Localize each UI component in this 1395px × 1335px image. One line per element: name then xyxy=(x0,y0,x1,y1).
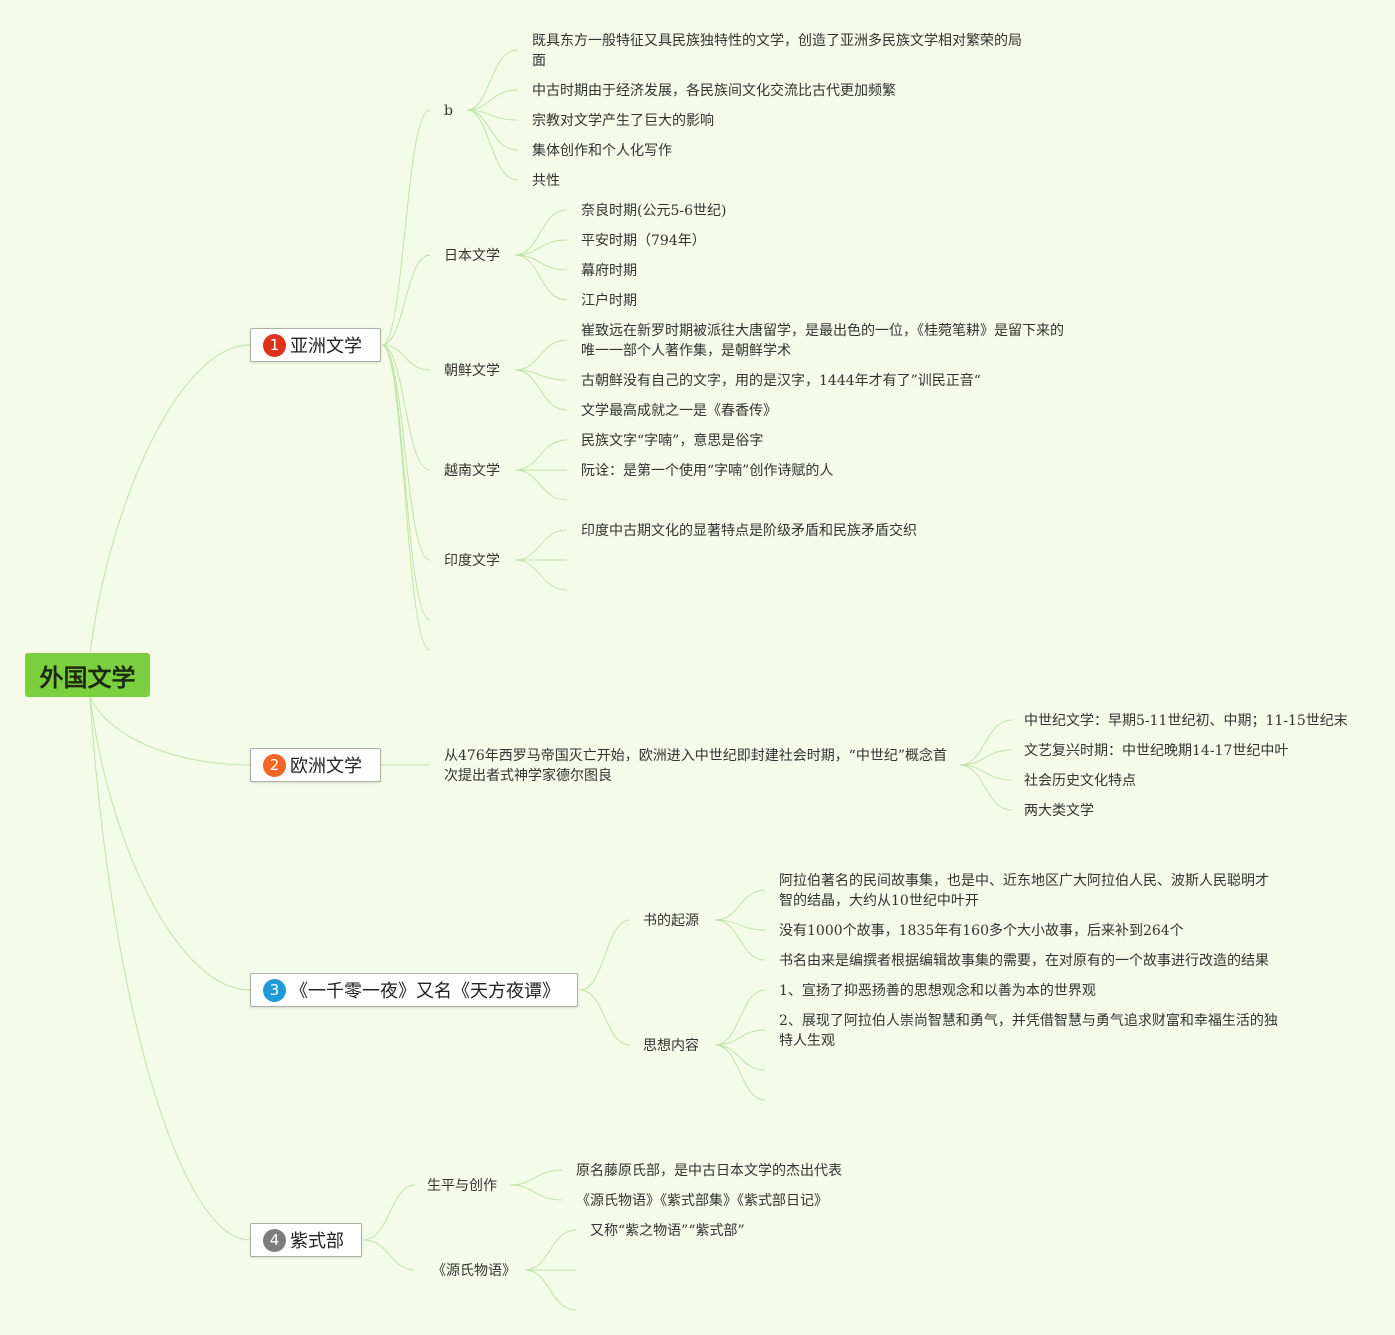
number-badge-icon: 1 xyxy=(263,333,286,357)
leaf-b-5[interactable]: 共性 xyxy=(532,173,560,189)
leaf-b-1[interactable]: 既具东方一般特征又具民族独特性的文学，创造了亚洲多民族文学相对繁荣的局面 xyxy=(532,33,1022,69)
subtopic-vietnamese-literature[interactable]: 越南文学 xyxy=(444,463,500,479)
leaf-japan-2[interactable]: 平安时期（794年） xyxy=(581,233,706,249)
topic-label: 紫式部 xyxy=(290,1231,344,1252)
leaf-b-2[interactable]: 中古时期由于经济发展，各民族间文化交流比古代更加频繁 xyxy=(532,83,896,99)
leaf-korea-1[interactable]: 崔致远在新罗时期被派往大唐留学，是最出色的一位，《桂菀笔耕》是留下来的唯一一部个… xyxy=(581,323,1064,359)
subtopic-tale-of-genji[interactable]: 《源氏物语》 xyxy=(432,1263,516,1279)
leaf-thought-2[interactable]: 2、展现了阿拉伯人崇尚智慧和勇气，并凭借智慧与勇气追求财富和幸福生活的独特人生观 xyxy=(779,1013,1278,1049)
topic-murasaki-shikibu[interactable]: 4 紫式部 xyxy=(250,1223,362,1257)
leaf-thought-1[interactable]: 1、宣扬了抑恶扬善的思想观念和以善为本的世界观 xyxy=(779,983,1096,999)
leaf-vietnam-2[interactable]: 阮诠：是第一个使用“字喃”创作诗赋的人 xyxy=(581,463,834,479)
subtopic-korean-literature[interactable]: 朝鲜文学 xyxy=(444,363,500,379)
leaf-europe-3[interactable]: 社会历史文化特点 xyxy=(1024,773,1136,789)
leaf-origin-2[interactable]: 没有1000个故事，1835年有160多个大小故事，后来补到264个 xyxy=(779,923,1184,939)
topic-european-literature[interactable]: 2 欧洲文学 xyxy=(250,748,381,782)
europe-description[interactable]: 从476年西罗马帝国灭亡开始，欧洲进入中世纪即封建社会时期，“中世纪”概念首次提… xyxy=(444,748,948,784)
leaf-europe-1[interactable]: 中世纪文学：早期5-11世纪初、中期；11-15世纪末 xyxy=(1024,713,1348,729)
leaf-origin-3[interactable]: 书名由来是编撰者根据编辑故事集的需要，在对原有的一个故事进行改造的结果 xyxy=(779,953,1269,969)
leaf-japan-4[interactable]: 江户时期 xyxy=(581,293,637,309)
topic-asian-literature[interactable]: 1 亚洲文学 xyxy=(250,328,381,362)
leaf-europe-2[interactable]: 文艺复兴时期：中世纪晚期14-17世纪中叶 xyxy=(1024,743,1289,759)
leaf-india-1[interactable]: 印度中古期文化的显著特点是阶级矛盾和民族矛盾交织 xyxy=(581,523,917,539)
leaf-life-2[interactable]: 《源氏物语》《紫式部集》《紫式部日记》 xyxy=(576,1193,828,1209)
leaf-japan-3[interactable]: 幕府时期 xyxy=(581,263,637,279)
subtopic-book-origin[interactable]: 书的起源 xyxy=(643,913,699,929)
number-badge-icon: 3 xyxy=(263,978,286,1002)
leaf-korea-2[interactable]: 古朝鲜没有自己的文字，用的是汉字，1444年才有了”训民正音“ xyxy=(581,373,981,389)
leaf-vietnam-1[interactable]: 民族文字“字喃”，意思是俗字 xyxy=(581,433,764,449)
number-badge-icon: 2 xyxy=(263,753,286,777)
topic-arabian-nights[interactable]: 3 《一千零一夜》又名《天方夜谭》 xyxy=(250,973,578,1007)
topic-label: 欧洲文学 xyxy=(290,756,362,777)
number-badge-icon: 4 xyxy=(263,1228,286,1252)
subtopic-thought-content[interactable]: 思想内容 xyxy=(643,1038,699,1054)
leaf-life-1[interactable]: 原名藤原氏部，是中古日本文学的杰出代表 xyxy=(576,1163,842,1179)
subtopic-life-and-works[interactable]: 生平与创作 xyxy=(427,1178,497,1194)
leaf-japan-1[interactable]: 奈良时期(公元5-6世纪) xyxy=(581,203,727,219)
root-topic[interactable]: 外国文学 xyxy=(25,653,150,697)
leaf-b-3[interactable]: 宗教对文学产生了巨大的影响 xyxy=(532,113,714,129)
subtopic-indian-literature[interactable]: 印度文学 xyxy=(444,553,500,569)
leaf-europe-4[interactable]: 两大类文学 xyxy=(1024,803,1094,819)
subtopic-japanese-literature[interactable]: 日本文学 xyxy=(444,248,500,264)
topic-label: 亚洲文学 xyxy=(290,336,362,357)
topic-label: 《一千零一夜》又名《天方夜谭》 xyxy=(290,981,560,1002)
leaf-korea-3[interactable]: 文学最高成就之一是《春香传》 xyxy=(581,403,777,419)
leaf-genji-1[interactable]: 又称“紫之物语”“紫式部” xyxy=(590,1223,745,1239)
subtopic-b[interactable]: b xyxy=(444,103,453,119)
leaf-b-4[interactable]: 集体创作和个人化写作 xyxy=(532,143,672,159)
leaf-origin-1[interactable]: 阿拉伯著名的民间故事集，也是中、近东地区广大阿拉伯人民、波斯人民聪明才智的结晶，… xyxy=(779,873,1269,909)
